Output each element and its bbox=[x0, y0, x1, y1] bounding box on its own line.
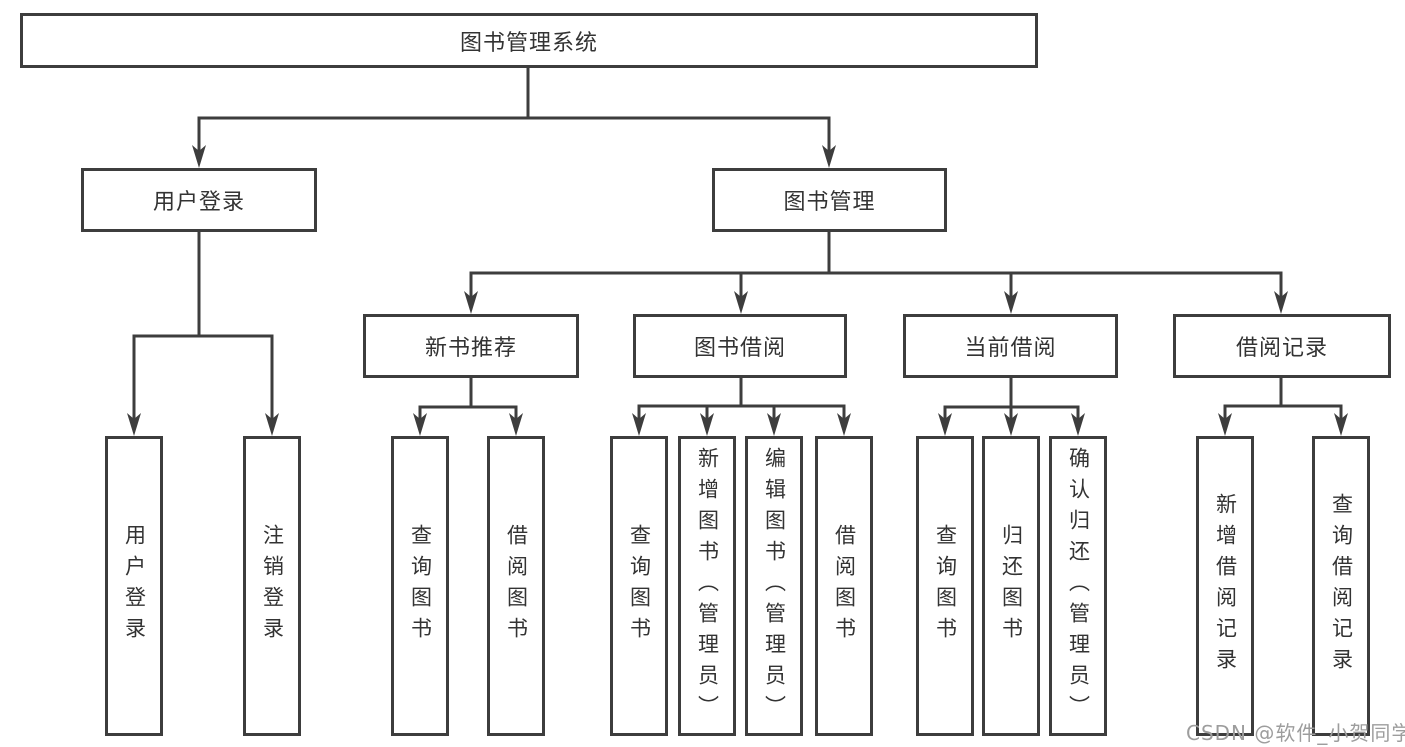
node-leaf-add-borrow-record: 新增借阅记录 bbox=[1196, 436, 1254, 736]
node-label: 新增图书（管理员） bbox=[695, 446, 720, 726]
node-leaf-query-borrow-record: 查询借阅记录 bbox=[1312, 436, 1370, 736]
arrowhead-icon bbox=[1071, 413, 1085, 436]
connector-borrow-records-branch bbox=[1223, 404, 1343, 430]
connector-book-management-branch bbox=[469, 271, 1283, 308]
node-label: 编辑图书（管理员） bbox=[762, 446, 787, 726]
arrowhead-icon bbox=[464, 291, 478, 314]
node-leaf-confirm-return-admin: 确认归还（管理员） bbox=[1049, 436, 1107, 736]
node-label: 确认归还（管理员） bbox=[1066, 446, 1091, 726]
node-leaf-borrow-books-1: 借阅图书 bbox=[487, 436, 545, 736]
node-label: 图书借阅 bbox=[693, 336, 786, 361]
node-new-book-recommend: 新书推荐 bbox=[363, 314, 579, 378]
arrowhead-icon bbox=[265, 413, 279, 436]
arrowhead-icon bbox=[632, 413, 646, 436]
node-label: 归还图书 bbox=[999, 524, 1024, 648]
node-leaf-user-login: 用户登录 bbox=[105, 436, 163, 736]
arrowhead-icon bbox=[413, 413, 427, 436]
node-leaf-add-books-admin: 新增图书（管理员） bbox=[678, 436, 736, 736]
node-leaf-return-books: 归还图书 bbox=[982, 436, 1040, 736]
arrowhead-icon bbox=[1004, 413, 1018, 436]
node-borrow-records: 借阅记录 bbox=[1173, 314, 1391, 378]
arrowhead-icon bbox=[767, 413, 781, 436]
node-label: 新书推荐 bbox=[424, 336, 517, 361]
node-book-borrowing: 图书借阅 bbox=[633, 314, 847, 378]
node-current-borrowing: 当前借阅 bbox=[903, 314, 1118, 378]
arrowhead-icon bbox=[192, 145, 206, 168]
node-label: 新增借阅记录 bbox=[1213, 493, 1238, 679]
node-leaf-query-books-3: 查询图书 bbox=[916, 436, 974, 736]
node-label: 查询图书 bbox=[627, 524, 652, 648]
node-label: 图书管理系统 bbox=[459, 30, 598, 56]
arrowhead-icon bbox=[822, 145, 836, 168]
node-user-login: 用户登录 bbox=[81, 168, 317, 232]
arrowhead-icon bbox=[837, 413, 851, 436]
arrowhead-icon bbox=[700, 413, 714, 436]
connector-root-branch bbox=[197, 116, 831, 162]
arrowhead-icon bbox=[938, 413, 952, 436]
connector-new-book-branch bbox=[418, 405, 518, 430]
node-leaf-query-books-1: 查询图书 bbox=[391, 436, 449, 736]
node-book-management: 图书管理 bbox=[712, 168, 947, 232]
node-leaf-borrow-books-2: 借阅图书 bbox=[815, 436, 873, 736]
node-label: 借阅记录 bbox=[1235, 336, 1328, 361]
node-system-root: 图书管理系统 bbox=[20, 13, 1038, 68]
node-label: 图书管理 bbox=[783, 190, 876, 215]
connector-user-login-branch bbox=[132, 334, 274, 430]
connector-book-borrowing-branch bbox=[637, 404, 846, 430]
node-label: 查询图书 bbox=[933, 524, 958, 648]
node-leaf-logout: 注销登录 bbox=[243, 436, 301, 736]
node-label: 用户登录 bbox=[122, 524, 147, 648]
arrowhead-icon bbox=[734, 291, 748, 314]
node-label: 查询借阅记录 bbox=[1329, 493, 1354, 679]
node-label: 借阅图书 bbox=[504, 524, 529, 648]
node-label: 借阅图书 bbox=[832, 524, 857, 648]
node-label: 当前借阅 bbox=[964, 336, 1057, 361]
node-leaf-query-books-2: 查询图书 bbox=[610, 436, 668, 736]
node-label: 注销登录 bbox=[260, 524, 285, 648]
arrowhead-icon bbox=[1004, 291, 1018, 314]
watermark: CSDN @软件_小贺同学 bbox=[1186, 721, 1405, 745]
arrowhead-icon bbox=[127, 413, 141, 436]
node-leaf-edit-books-admin: 编辑图书（管理员） bbox=[745, 436, 803, 736]
arrowhead-icon bbox=[1218, 413, 1232, 436]
node-label: 用户登录 bbox=[152, 190, 245, 215]
arrowhead-icon bbox=[509, 413, 523, 436]
arrowhead-icon bbox=[1274, 291, 1288, 314]
node-label: 查询图书 bbox=[408, 524, 433, 648]
arrowhead-icon bbox=[1334, 413, 1348, 436]
